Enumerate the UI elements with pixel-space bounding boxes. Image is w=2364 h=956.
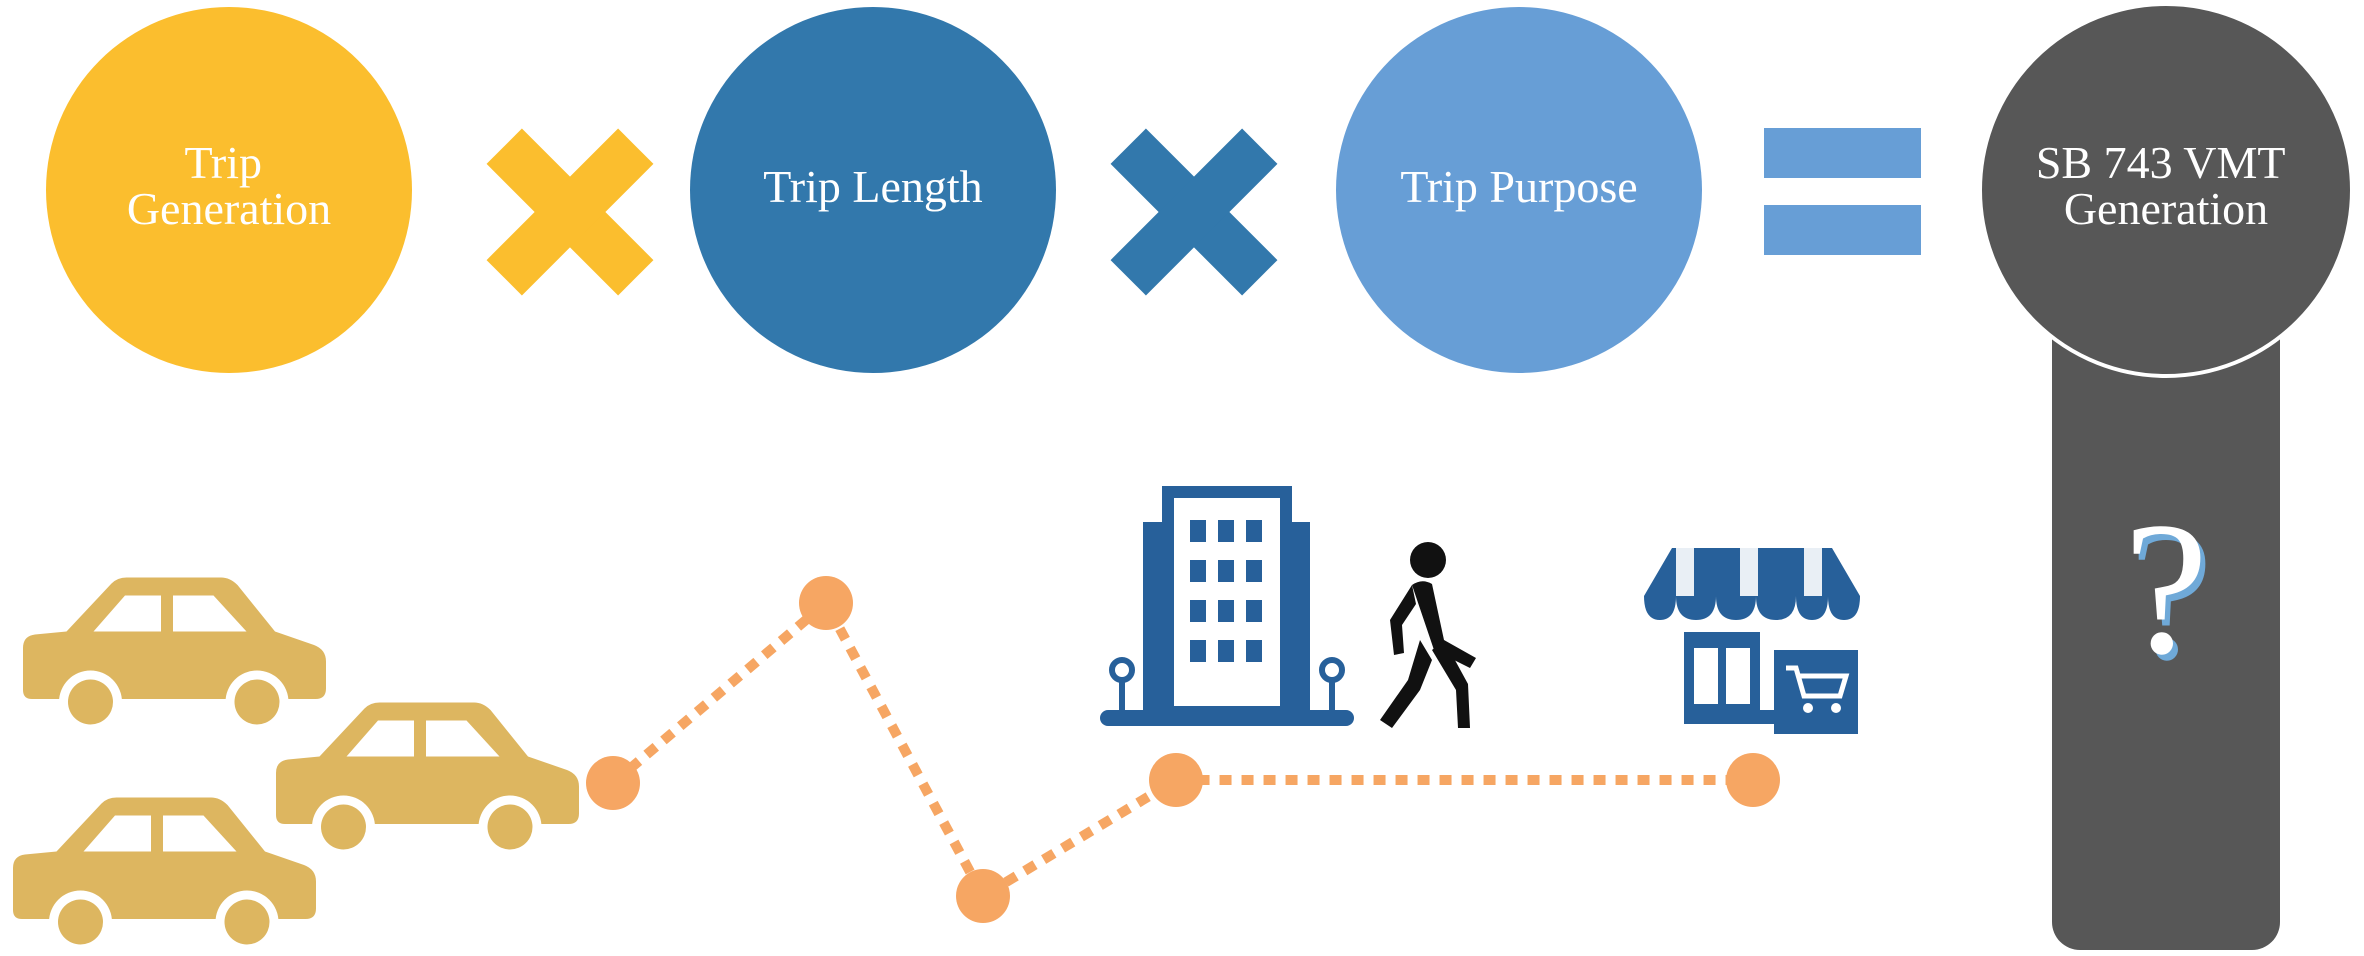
trip-generation-label-line1: Trip <box>184 137 262 188</box>
sb743-label-line1: SB 743 VMT <box>2036 137 2286 188</box>
trip-length-label: Trip Length <box>763 161 982 212</box>
trip-route-path <box>609 595 1753 903</box>
office-building-icon <box>1100 486 1354 726</box>
trip-generation-circle <box>46 7 412 373</box>
trip-purpose-term: Trip Purpose <box>1336 7 1702 373</box>
route-stop <box>1149 753 1203 807</box>
sb743-vmt-generation-circle <box>1978 2 2354 378</box>
svg-text:Trip Generation: Trip Generation <box>127 137 331 234</box>
trip-generation-label-line2: Generation <box>127 183 331 234</box>
multiply-operator-1 <box>486 128 654 296</box>
trip-length-circle <box>690 7 1056 373</box>
store-icon <box>1644 548 1860 734</box>
sb743-label-line2: Generation <box>2064 183 2268 234</box>
trip-purpose-circle <box>1336 7 1702 373</box>
result-pillar <box>2052 300 2280 950</box>
car-icon <box>13 797 316 954</box>
multiply-operator-2 <box>1110 128 1278 296</box>
route-stop <box>799 576 853 630</box>
route-stop <box>586 756 640 810</box>
car-icon <box>276 702 579 859</box>
sb743-vmt-generation-term: SB 743 VMT Generation <box>1978 2 2354 378</box>
equals-operator <box>1764 128 1921 255</box>
svg-text:SB 743 VMT Generation: SB 743 VMT Generation <box>2036 137 2296 234</box>
question-mark: ? <box>2124 484 2208 694</box>
car-icon <box>23 577 326 734</box>
route-stop <box>956 869 1010 923</box>
route-stop <box>1726 753 1780 807</box>
trip-length-term: Trip Length <box>690 7 1056 373</box>
pedestrian-icon <box>1380 542 1476 728</box>
trip-purpose-label: Trip Purpose <box>1400 161 1637 212</box>
svg-text:Trip Length: Trip Length <box>763 161 982 212</box>
question-mark-shadow: ? <box>2129 490 2213 700</box>
svg-text:Trip Purpose: Trip Purpose <box>1400 161 1637 212</box>
trip-generation-term: Trip Generation <box>46 7 412 373</box>
